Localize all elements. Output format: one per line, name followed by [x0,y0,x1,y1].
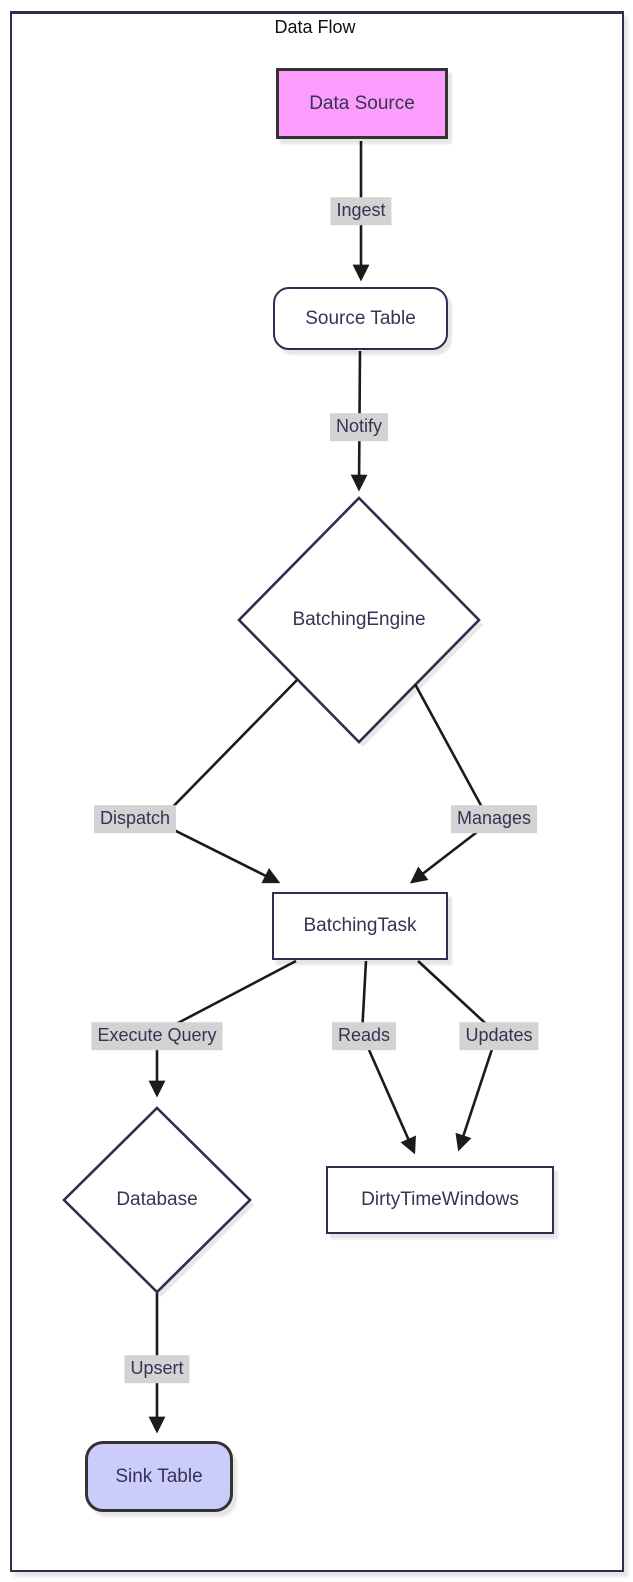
edge-label-notify: Notify [329,413,389,441]
edge-label-upsert: Upsert [124,1355,190,1383]
node-source-table-label: Source Table [305,307,416,329]
node-batching-engine-label: BatchingEngine [292,609,426,630]
edge-reads-arrow [360,960,416,1155]
node-data-source-label: Data Source [309,92,415,114]
node-batching-task: BatchingTask [272,892,448,960]
node-source-table: Source Table [273,287,448,350]
edge-label-execute-query: Execute Query [91,1022,223,1050]
edge-label-manages: Manages [450,805,538,833]
edge-label-ingest: Ingest [330,197,392,225]
node-sink-table: Sink Table [85,1441,233,1512]
node-data-source: Data Source [276,68,448,139]
diagram-title: Data Flow [274,17,356,37]
edge-manages-arrow [409,683,492,884]
edge-label-updates: Updates [459,1022,539,1050]
edge-label-dispatch: Dispatch [93,805,177,833]
node-sink-table-label: Sink Table [115,1465,203,1487]
edge-label-reads: Reads [331,1022,397,1050]
diagram-frame [10,11,624,1572]
node-database-label: Database [116,1189,198,1210]
node-dirty-time-windows: DirtyTimeWindows [326,1166,554,1234]
node-batching-task-label: BatchingTask [303,915,417,936]
node-batching-engine-shape [237,496,481,744]
edge-dispatch-arrow [155,679,298,884]
node-dirty-time-windows-label: DirtyTimeWindows [361,1189,519,1210]
node-database-shape [62,1106,252,1294]
edge-updates-arrow [417,960,499,1152]
